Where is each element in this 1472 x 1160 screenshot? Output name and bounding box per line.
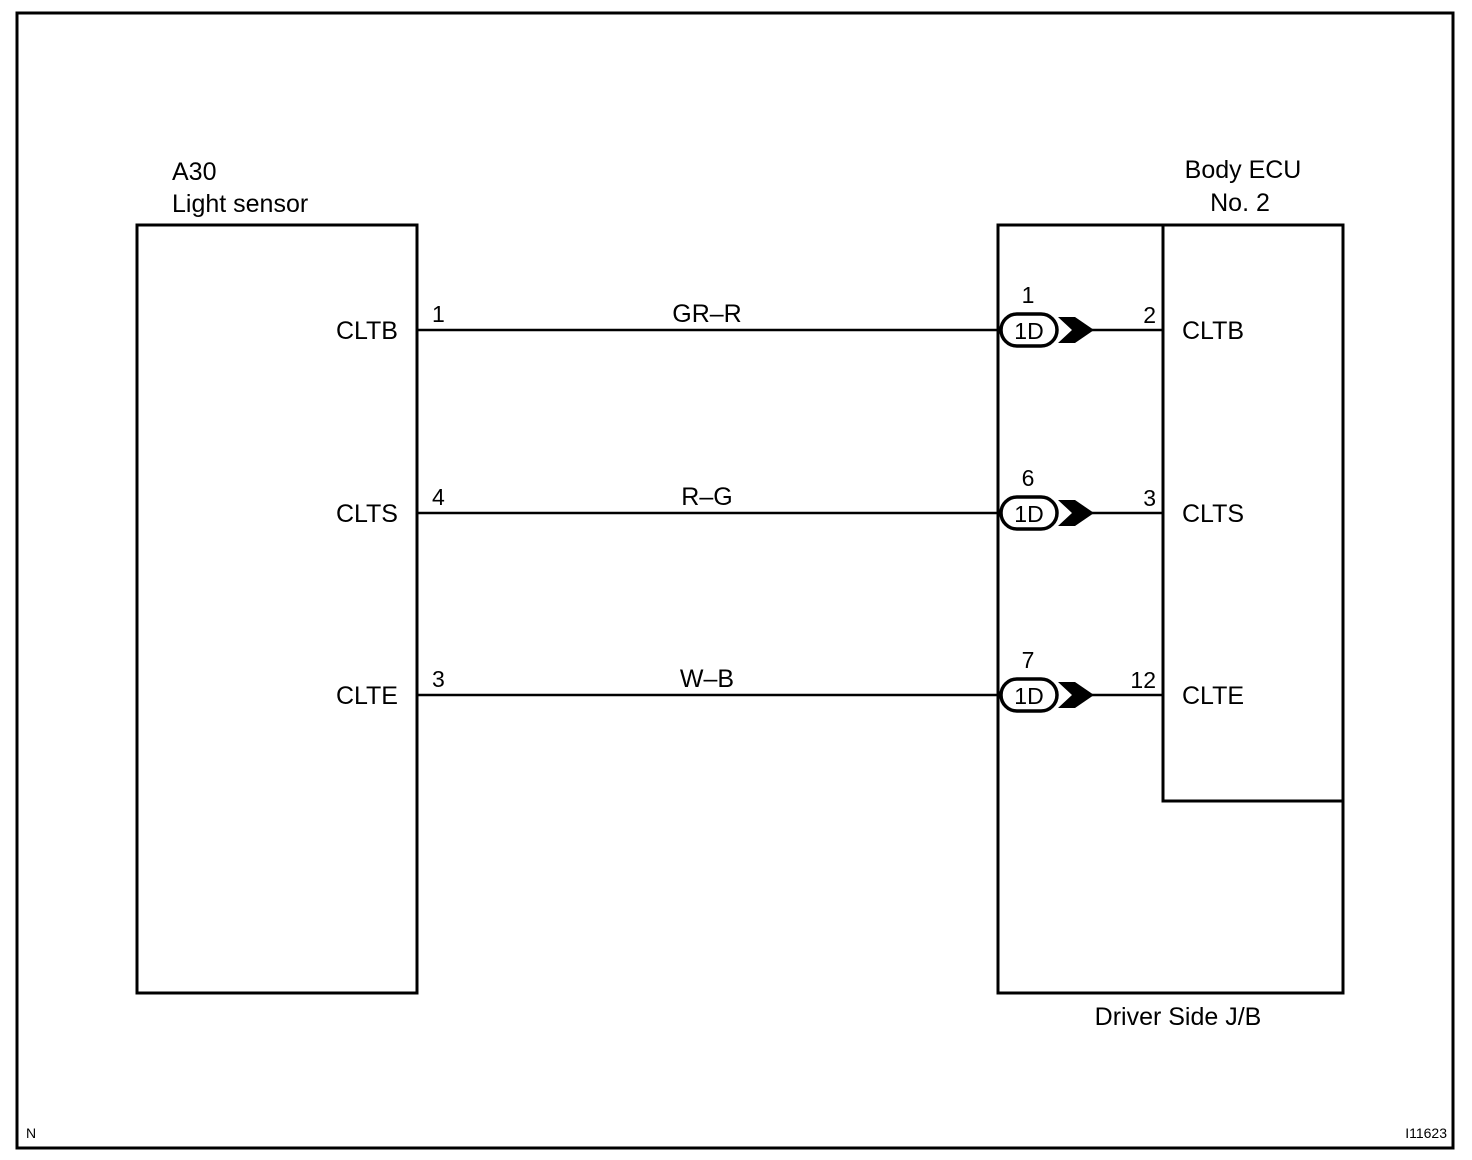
ecu-terminal-cltb: CLTB xyxy=(1182,317,1244,345)
ecu-pin-number: 12 xyxy=(1130,667,1156,693)
ecu-name-line1: Body ECU xyxy=(1185,156,1302,184)
ecu-terminal-clts: CLTS xyxy=(1182,500,1244,528)
connector-1d-oval xyxy=(999,677,1059,713)
ecu-pin-number: 3 xyxy=(1143,485,1156,511)
sensor-terminal-clts: CLTS xyxy=(336,500,398,528)
connector-1d-oval xyxy=(999,312,1059,348)
sensor-pin-number: 1 xyxy=(432,301,445,327)
connector-1d-oval xyxy=(999,495,1059,531)
connector-code-label: 1D xyxy=(1014,683,1043,709)
connector-chevron-icon xyxy=(1058,500,1094,526)
wire-color-label: GR–R xyxy=(672,300,741,328)
jb-pin-number: 7 xyxy=(1022,647,1035,673)
connector-code-label: 1D xyxy=(1014,501,1043,527)
connector-chevron-icon xyxy=(1058,317,1094,343)
ecu-pin-number: 2 xyxy=(1143,302,1156,328)
sensor-pin-number: 3 xyxy=(432,666,445,692)
sensor-id: A30 xyxy=(172,158,216,186)
corner-label-left: N xyxy=(26,1125,36,1141)
sensor-name: Light sensor xyxy=(172,190,308,218)
jb-pin-number: 1 xyxy=(1022,282,1035,308)
ecu-name-line2: No. 2 xyxy=(1210,189,1270,217)
sensor-terminal-cltb: CLTB xyxy=(336,317,398,345)
connector-chevron-icon xyxy=(1058,682,1094,708)
sensor-terminal-clte: CLTE xyxy=(336,682,398,710)
wire-color-label: W–B xyxy=(680,665,734,693)
sensor-pin-number: 4 xyxy=(432,484,445,510)
light-sensor-box xyxy=(135,223,419,995)
junction-block-label: Driver Side J/B xyxy=(1095,1003,1262,1031)
outer-frame xyxy=(15,11,1455,1150)
connector-code-label: 1D xyxy=(1014,318,1043,344)
figure-code: I11623 xyxy=(1405,1125,1447,1141)
jb-pin-number: 6 xyxy=(1022,465,1035,491)
ecu-terminal-clte: CLTE xyxy=(1182,682,1244,710)
wire-color-label: R–G xyxy=(681,483,732,511)
